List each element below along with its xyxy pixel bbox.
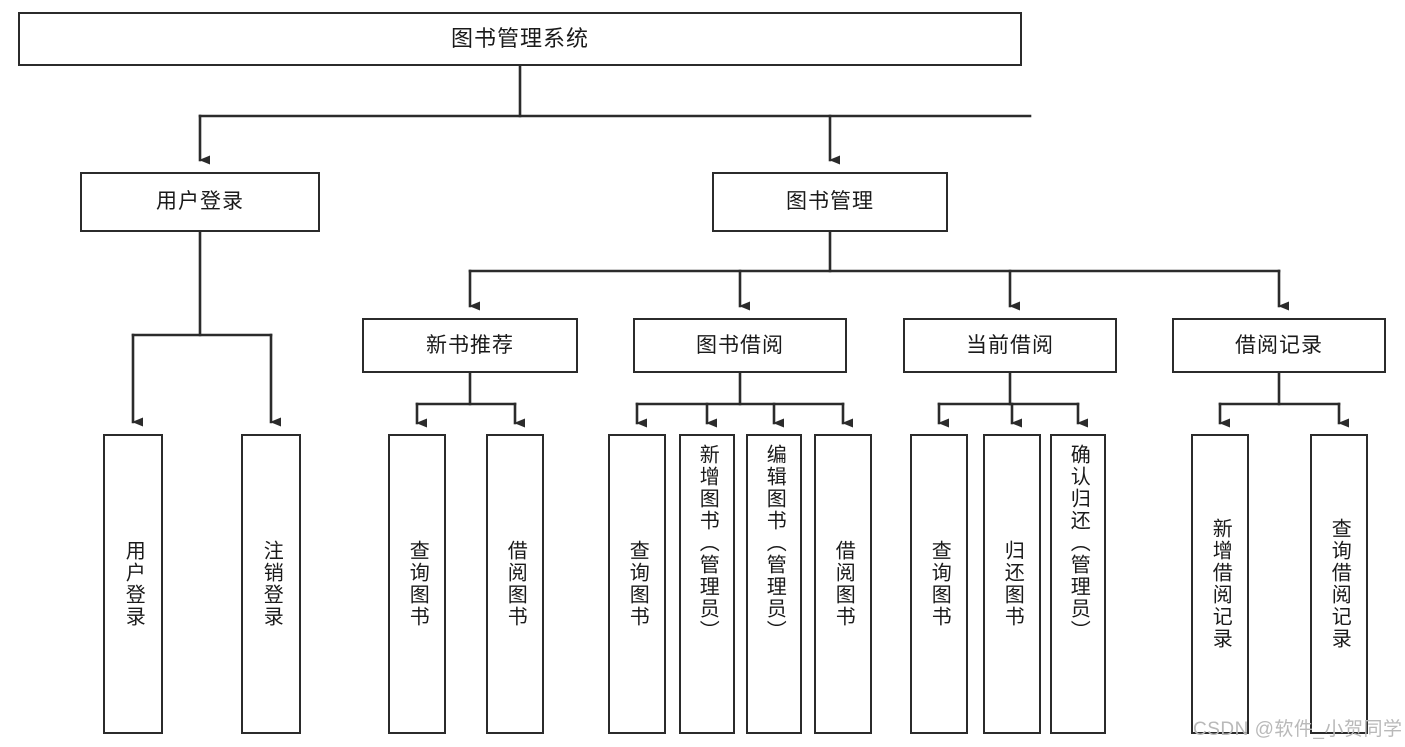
node-leaf-user-login[interactable]: 用户登录 (103, 434, 163, 734)
node-leaf-return-book[interactable]: 归还图书 (983, 434, 1041, 734)
node-book-management[interactable]: 图书管理 (712, 172, 948, 232)
node-book-management-label: 图书管理 (786, 190, 874, 214)
node-root[interactable]: 图书管理系统 (18, 12, 1022, 66)
node-leaf-edit-book-admin-label: 编辑图书（管理员） (763, 444, 786, 642)
node-leaf-query-borrow-record-label: 查询借阅记录 (1328, 518, 1351, 650)
node-leaf-edit-book-admin[interactable]: 编辑图书（管理员） (746, 434, 802, 734)
node-leaf-borrow-book-2-label: 借阅图书 (832, 540, 855, 628)
node-leaf-logout-login-label: 注销登录 (260, 540, 283, 628)
node-leaf-query-book-2[interactable]: 查询图书 (608, 434, 666, 734)
node-book-borrow[interactable]: 图书借阅 (633, 318, 847, 373)
node-root-label: 图书管理系统 (450, 25, 589, 51)
watermark: CSDN @软件_小贺同学 (1193, 719, 1403, 740)
node-user-login-label: 用户登录 (156, 190, 244, 214)
node-leaf-borrow-book-2[interactable]: 借阅图书 (814, 434, 872, 734)
node-leaf-query-book-3-label: 查询图书 (928, 540, 951, 628)
node-leaf-borrow-book-1[interactable]: 借阅图书 (486, 434, 544, 734)
node-leaf-query-borrow-record[interactable]: 查询借阅记录 (1310, 434, 1368, 734)
node-leaf-add-borrow-record-label: 新增借阅记录 (1209, 518, 1232, 650)
node-leaf-query-book-1[interactable]: 查询图书 (388, 434, 446, 734)
node-leaf-borrow-book-1-label: 借阅图书 (504, 540, 527, 628)
node-current-borrow[interactable]: 当前借阅 (903, 318, 1117, 373)
node-book-borrow-label: 图书借阅 (696, 333, 784, 357)
node-borrow-record[interactable]: 借阅记录 (1172, 318, 1386, 373)
node-leaf-confirm-return-admin-label: 确认归还（管理员） (1067, 444, 1090, 642)
node-current-borrow-label: 当前借阅 (966, 333, 1054, 357)
node-new-book-recommend-label: 新书推荐 (426, 333, 514, 357)
node-leaf-add-borrow-record[interactable]: 新增借阅记录 (1191, 434, 1249, 734)
node-new-book-recommend[interactable]: 新书推荐 (362, 318, 578, 373)
node-leaf-query-book-3[interactable]: 查询图书 (910, 434, 968, 734)
node-leaf-query-book-1-label: 查询图书 (406, 540, 429, 628)
node-leaf-user-login-label: 用户登录 (122, 540, 145, 628)
node-user-login[interactable]: 用户登录 (80, 172, 320, 232)
node-leaf-confirm-return-admin[interactable]: 确认归还（管理员） (1050, 434, 1106, 734)
node-borrow-record-label: 借阅记录 (1235, 333, 1323, 357)
node-leaf-return-book-label: 归还图书 (1001, 540, 1024, 628)
node-leaf-add-book-admin[interactable]: 新增图书（管理员） (679, 434, 735, 734)
node-leaf-logout-login[interactable]: 注销登录 (241, 434, 301, 734)
node-leaf-add-book-admin-label: 新增图书（管理员） (696, 444, 719, 642)
node-leaf-query-book-2-label: 查询图书 (626, 540, 649, 628)
